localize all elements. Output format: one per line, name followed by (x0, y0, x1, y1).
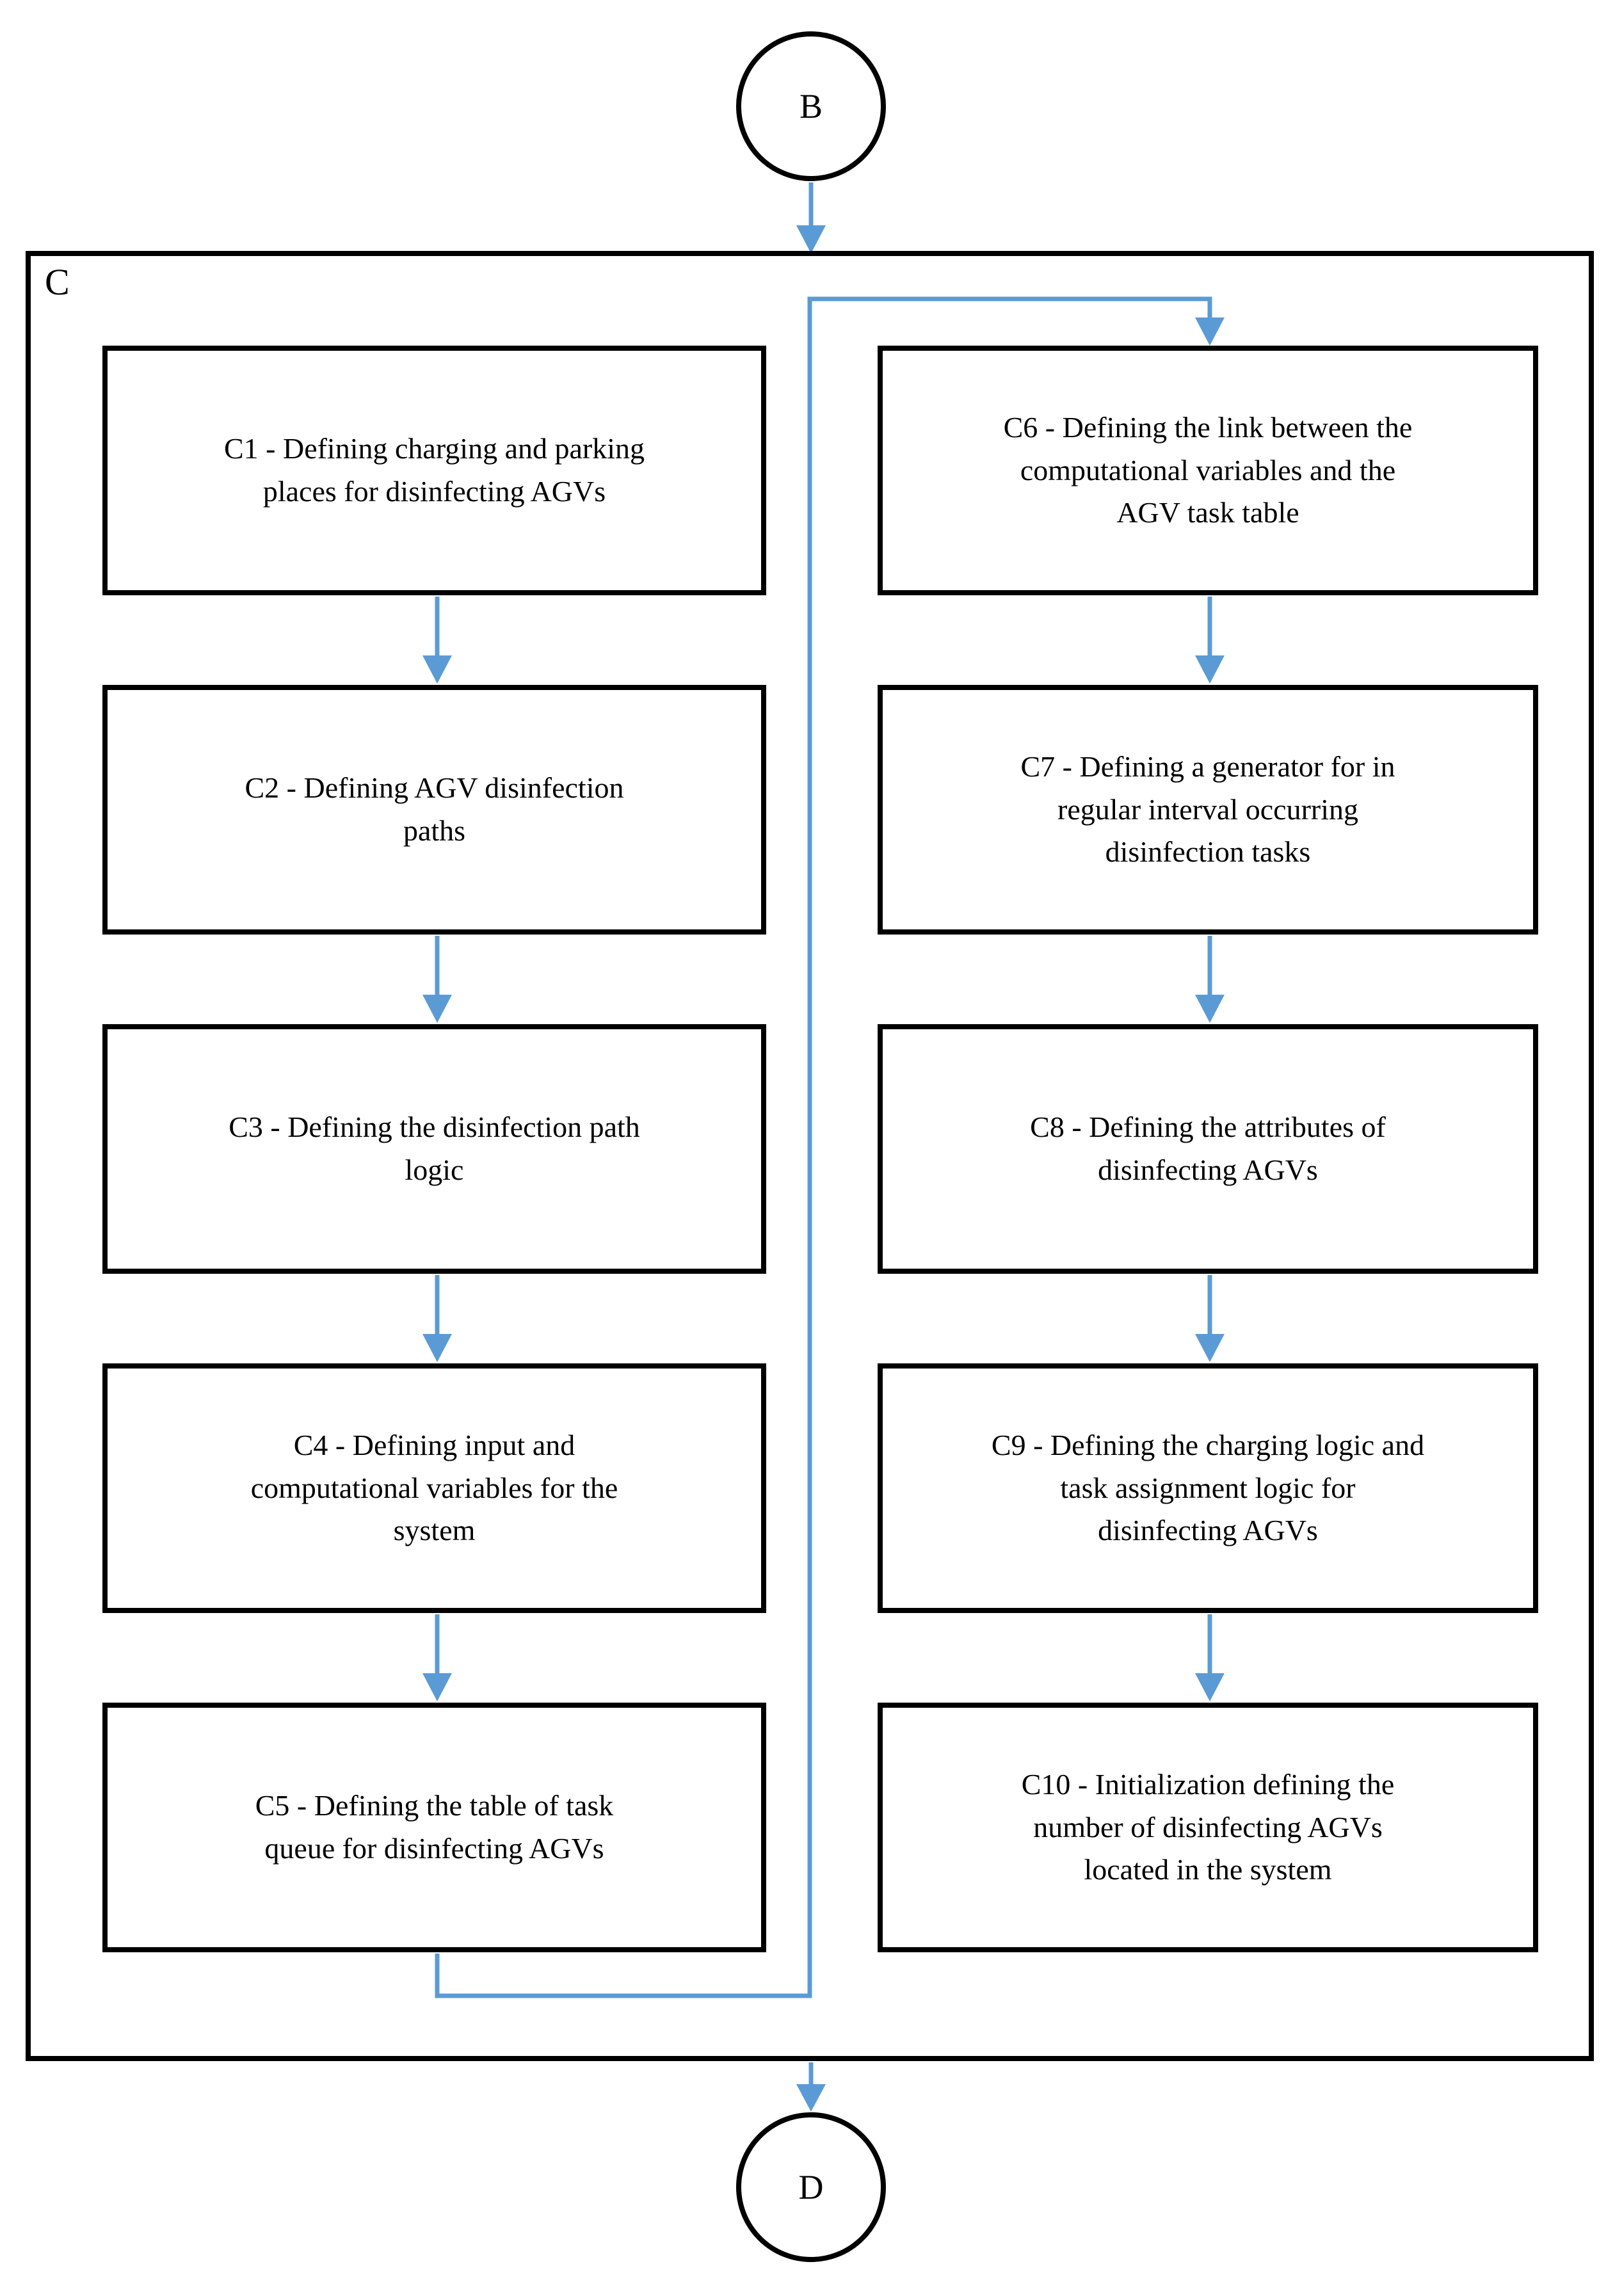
process-box-c2: C2 - Defining AGV disinfection paths (102, 685, 766, 935)
process-box-c1-label: C1 - Defining charging and parking place… (223, 432, 645, 508)
process-box-c3-label: C3 - Defining the disinfection path logi… (229, 1111, 640, 1186)
end-terminator-d: D (736, 2112, 886, 2262)
process-box-c8-label: C8 - Defining the attributes of disinfec… (1030, 1111, 1386, 1186)
process-box-c10: C10 - Initialization defining the number… (878, 1703, 1538, 1952)
process-box-c7: C7 - Defining a generator for in regular… (878, 685, 1538, 935)
process-box-c2-label: C2 - Defining AGV disinfection paths (245, 771, 624, 847)
process-box-c4: C4 - Defining input and computational va… (102, 1363, 766, 1613)
process-box-c6: C6 - Defining the link between the compu… (878, 346, 1538, 595)
process-box-c6-label: C6 - Defining the link between the compu… (1003, 410, 1413, 529)
end-terminator-label: D (798, 2168, 824, 2206)
start-terminator-b: B (736, 31, 886, 181)
container-label-c: C (45, 261, 70, 303)
process-box-c9: C9 - Defining the charging logic and tas… (878, 1363, 1538, 1613)
process-box-c1: C1 - Defining charging and parking place… (102, 346, 766, 595)
process-box-c5-label: C5 - Defining the table of task queue fo… (255, 1789, 614, 1865)
process-box-c8: C8 - Defining the attributes of disinfec… (878, 1024, 1538, 1274)
arrowhead-b-to-c (796, 225, 826, 253)
process-box-c9-label: C9 - Defining the charging logic and tas… (991, 1428, 1425, 1547)
container-box-c (26, 251, 1594, 2061)
start-terminator-label: B (799, 87, 823, 125)
process-box-c7-label: C7 - Defining a generator for in regular… (1020, 750, 1395, 869)
process-box-c4-label: C4 - Defining input and computational va… (250, 1428, 618, 1547)
arrowhead-c-to-d (796, 2084, 826, 2112)
process-box-c10-label: C10 - Initialization defining the number… (1021, 1767, 1395, 1886)
process-box-c3: C3 - Defining the disinfection path logi… (102, 1024, 766, 1274)
process-box-c5: C5 - Defining the table of task queue fo… (102, 1703, 766, 1952)
